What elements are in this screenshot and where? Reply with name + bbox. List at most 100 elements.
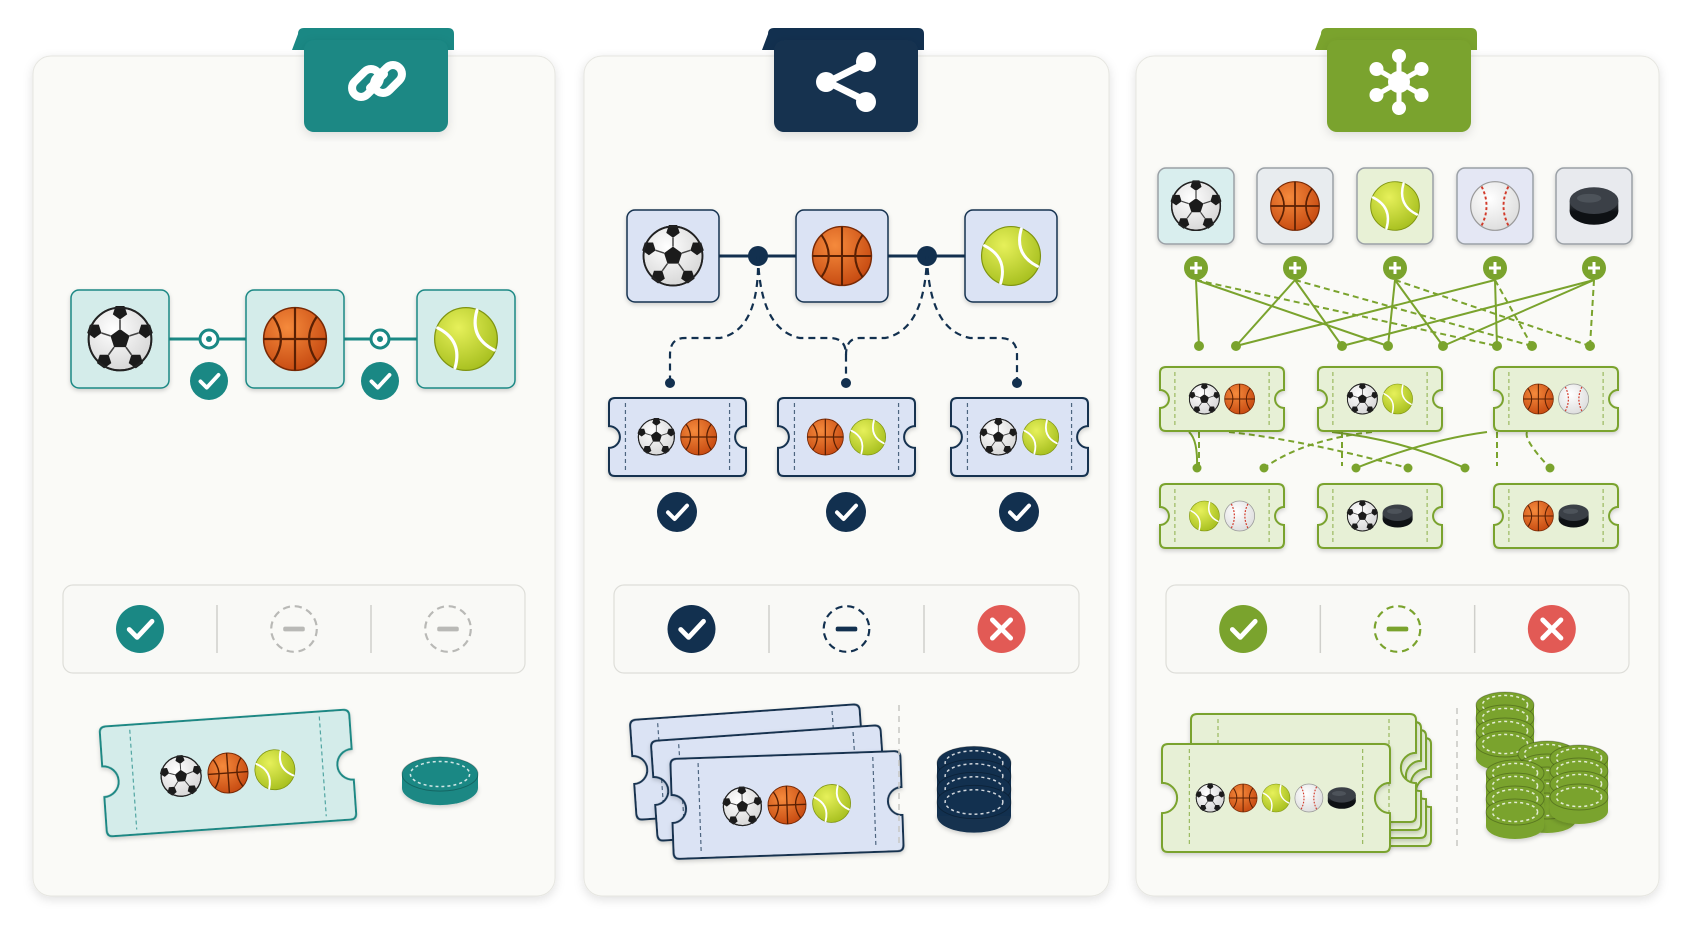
network-node <box>1231 341 1241 351</box>
selection-tile <box>1555 167 1633 245</box>
ticket <box>1161 743 1391 853</box>
soccer-ball-icon <box>1346 383 1379 415</box>
check-circle-icon <box>1219 605 1268 653</box>
connector-dot <box>841 378 851 388</box>
basketball-icon <box>811 225 873 287</box>
plus-circle-icon <box>1383 256 1407 280</box>
network-node <box>1192 463 1202 473</box>
network-link <box>1331 431 1466 469</box>
basketball-icon <box>262 306 328 372</box>
soccer-ball-icon <box>1195 783 1225 813</box>
network-link <box>1195 279 1200 347</box>
network-node <box>1492 341 1502 351</box>
minus-dashed-circle-icon <box>270 605 318 653</box>
ticket <box>1159 366 1285 432</box>
tennis-ball-icon <box>1382 383 1413 415</box>
network-node <box>1194 341 1204 351</box>
network-node <box>1460 463 1470 473</box>
outcome-status-bar <box>1165 584 1630 674</box>
network-link <box>1394 279 1444 347</box>
tennis-ball-icon <box>1261 783 1291 813</box>
network-link <box>1494 279 1533 347</box>
network-node <box>1527 341 1537 351</box>
selection-tile <box>795 209 889 303</box>
hockey-puck-icon <box>1327 787 1356 809</box>
selection-tile <box>70 289 170 389</box>
check-circle-icon <box>667 605 716 653</box>
basketball-icon <box>680 418 718 456</box>
soccer-ball-icon <box>722 786 763 827</box>
plus-circle-icon <box>1483 256 1507 280</box>
selection-tile <box>626 209 720 303</box>
check-circle-icon <box>826 492 866 532</box>
combination-connector <box>925 255 1019 382</box>
ticket <box>669 750 905 860</box>
ticket <box>950 397 1089 477</box>
header-tab <box>762 28 924 132</box>
stake-coin-stack <box>936 745 1012 833</box>
ticket <box>98 708 358 838</box>
plus-circle-icon <box>1184 256 1208 280</box>
ticket <box>608 397 747 477</box>
panel-card <box>32 55 556 897</box>
stake-coin-stack <box>1549 744 1609 825</box>
hockey-puck-icon <box>1382 504 1413 528</box>
soccer-ball-icon <box>1170 180 1222 232</box>
connector-dot <box>1012 378 1022 388</box>
selection-tile <box>1456 167 1534 245</box>
soccer-ball-icon <box>637 418 676 456</box>
minus-dashed-circle-icon <box>1373 605 1422 653</box>
network-node <box>1545 463 1555 473</box>
network-node <box>1403 463 1413 473</box>
header-tab <box>1315 28 1477 132</box>
check-circle-icon <box>190 362 228 400</box>
check-circle-icon <box>657 492 697 532</box>
baseball-icon <box>1224 500 1255 532</box>
ticket <box>1159 483 1285 549</box>
baseball-icon <box>1294 783 1324 813</box>
tennis-ball-icon <box>1370 181 1420 231</box>
network-node <box>1351 463 1361 473</box>
basketball-icon <box>207 752 249 794</box>
tennis-ball-icon <box>812 784 852 823</box>
outcome-status-bar <box>613 584 1080 674</box>
network-link <box>1387 279 1396 347</box>
connector-dot <box>665 378 675 388</box>
hockey-puck-icon <box>1558 504 1589 528</box>
panel-single <box>32 28 556 897</box>
baseball-icon <box>1558 383 1589 415</box>
network-link <box>1525 431 1551 469</box>
network-link <box>1394 279 1591 347</box>
tennis-ball-icon <box>434 307 498 371</box>
soccer-ball-icon <box>1346 500 1379 532</box>
selection-tile <box>245 289 345 389</box>
soccer-ball-icon <box>1188 383 1221 415</box>
panel-system <box>583 28 1110 897</box>
link-icon <box>348 61 406 101</box>
network-link <box>1235 279 1496 347</box>
ticket <box>1493 483 1619 549</box>
check-circle-icon <box>116 605 164 653</box>
network-node <box>1585 341 1595 351</box>
check-circle-icon <box>361 362 399 400</box>
panel-network <box>1135 28 1660 897</box>
header-tab <box>292 28 454 132</box>
network-link <box>1294 279 1343 347</box>
minus-dashed-circle-icon <box>424 605 472 653</box>
network-link <box>1494 279 1498 347</box>
network-link <box>1589 279 1595 347</box>
ticket <box>1317 483 1443 549</box>
tennis-ball-icon <box>849 418 887 456</box>
ticket <box>777 397 916 477</box>
selection-tile <box>1157 167 1235 245</box>
basketball-icon <box>1270 181 1320 231</box>
soccer-ball-icon <box>642 224 704 287</box>
network-link <box>1195 279 1389 347</box>
cross-circle-icon <box>977 605 1026 653</box>
check-circle-icon <box>999 492 1039 532</box>
hockey-puck-icon <box>1569 187 1619 225</box>
basketball-icon <box>1523 500 1554 532</box>
network-link <box>1355 431 1488 469</box>
